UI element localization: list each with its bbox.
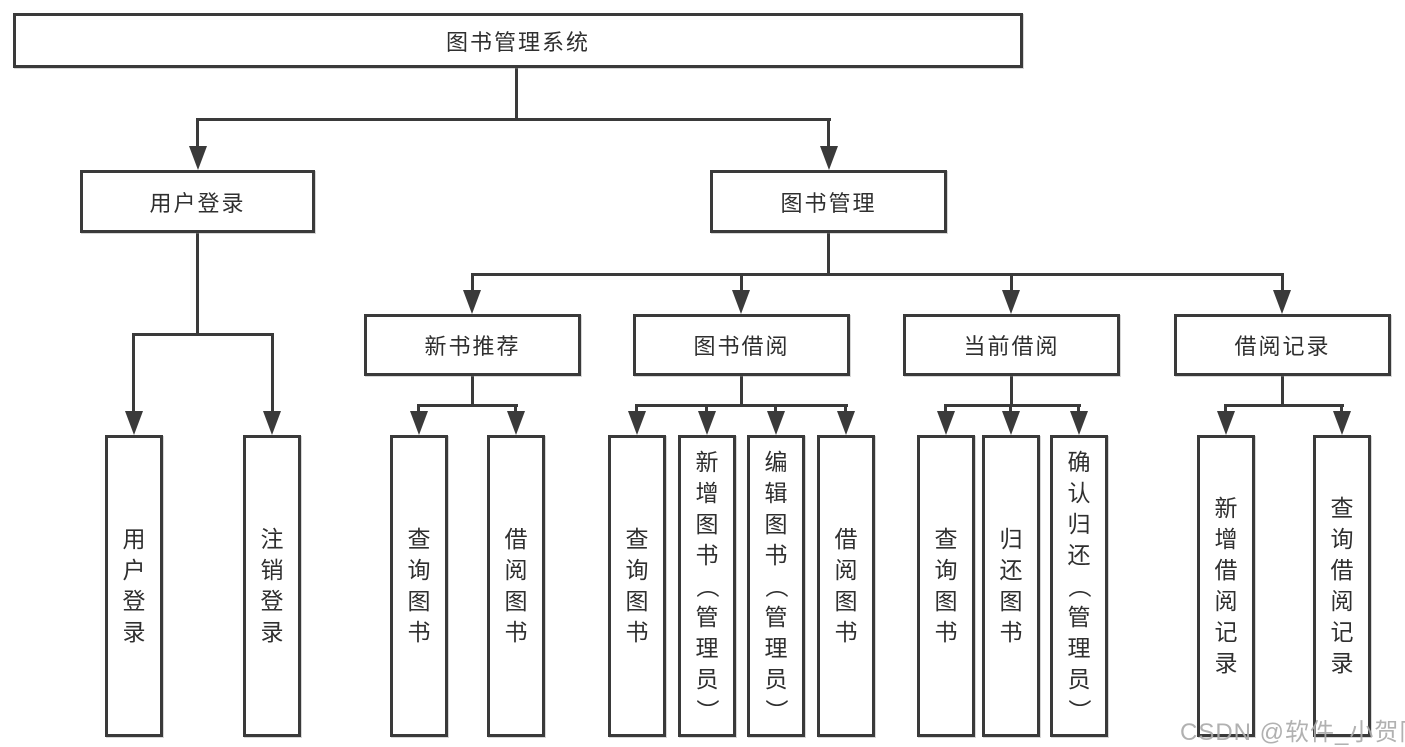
node-borrow-books: 借阅图书 (817, 435, 875, 737)
node-label: 图书管理 (780, 190, 877, 216)
node-label: 用户登录 (122, 526, 146, 645)
connector-line (471, 275, 474, 292)
arrowhead-down (698, 411, 716, 435)
node-label: 当前借阅 (963, 334, 1060, 359)
arrowhead-down (263, 411, 281, 435)
connector-line (1010, 376, 1013, 406)
arrowhead-down (767, 411, 785, 435)
arrowhead-down (1002, 290, 1020, 314)
connector-line (514, 406, 517, 413)
connector-line (944, 406, 947, 413)
connector-line (515, 68, 518, 121)
connector-line (1281, 275, 1284, 292)
node-edit-books-admin: 编辑图书（管理员） (747, 435, 805, 737)
node-label: 图书借阅 (693, 334, 790, 359)
arrowhead-down (189, 146, 207, 170)
arrowhead-down (1217, 411, 1235, 435)
arrowhead-down (628, 411, 646, 435)
node-add-books-admin: 新增图书（管理员） (678, 435, 736, 737)
node-label: 归还图书 (999, 526, 1023, 645)
node-label: 新书推荐 (424, 334, 521, 359)
arrowhead-down (732, 290, 750, 314)
connector-line (705, 406, 708, 413)
node-return-books: 归还图书 (982, 435, 1040, 737)
node-current-borrowing: 当前借阅 (903, 314, 1120, 376)
connector-line (1340, 406, 1343, 413)
node-label: 新增图书（管理员） (694, 448, 721, 722)
node-user-login-leaf: 用户登录 (105, 435, 163, 737)
connector-line (944, 404, 1081, 407)
node-user-login: 用户登录 (80, 170, 315, 233)
arrowhead-down (820, 146, 838, 170)
node-label: 注销登录 (260, 526, 284, 645)
node-label: 用户登录 (149, 190, 246, 216)
arrowhead-down (937, 411, 955, 435)
connector-line (1010, 275, 1013, 292)
connector-line (196, 118, 831, 121)
arrowhead-down (125, 411, 143, 435)
arrowhead-down (410, 411, 428, 435)
node-root: 图书管理系统 (13, 13, 1023, 68)
arrowhead-down (837, 411, 855, 435)
node-label: 编辑图书（管理员） (763, 448, 790, 722)
node-label: 查询图书 (934, 526, 958, 645)
arrowhead-down (1070, 411, 1088, 435)
node-label: 借阅图书 (504, 526, 528, 645)
node-label: 查询借阅记录 (1330, 495, 1354, 676)
connector-line (132, 333, 274, 336)
connector-line (844, 406, 847, 413)
connector-line (471, 376, 474, 406)
node-borrow-books: 借阅图书 (487, 435, 545, 737)
connector-line (1077, 406, 1080, 413)
connector-line (196, 120, 199, 148)
connector-line (196, 233, 199, 336)
arrowhead-down (463, 290, 481, 314)
arrowhead-down (1002, 411, 1020, 435)
node-borrow-records: 借阅记录 (1174, 314, 1391, 376)
node-label: 查询图书 (625, 526, 649, 645)
node-label: 新增借阅记录 (1214, 495, 1238, 676)
node-book-management: 图书管理 (710, 170, 947, 233)
connector-line (635, 406, 638, 413)
connector-line (1009, 406, 1012, 413)
connector-line (740, 275, 743, 292)
node-query-books: 查询图书 (608, 435, 666, 737)
node-label: 查询图书 (407, 526, 431, 645)
arrowhead-down (1273, 290, 1291, 314)
node-label: 借阅记录 (1234, 334, 1331, 359)
connector-line (1224, 404, 1344, 407)
connector-line (827, 120, 830, 148)
connector-line (1224, 406, 1227, 413)
node-query-books: 查询图书 (390, 435, 448, 737)
node-label: 借阅图书 (834, 526, 858, 645)
node-label: 图书管理系统 (445, 29, 590, 55)
connector-line (471, 273, 1284, 276)
connector-line (740, 376, 743, 406)
connector-line (271, 335, 274, 413)
node-logout: 注销登录 (243, 435, 301, 737)
connector-line (132, 335, 135, 413)
connector-line (635, 404, 848, 407)
connector-line (774, 406, 777, 413)
node-query-borrow-record: 查询借阅记录 (1313, 435, 1371, 737)
node-add-borrow-record: 新增借阅记录 (1197, 435, 1255, 737)
arrowhead-down (1333, 411, 1351, 435)
node-new-book-recommend: 新书推荐 (364, 314, 581, 376)
arrowhead-down (507, 411, 525, 435)
node-book-borrowing: 图书借阅 (633, 314, 850, 376)
connector-line (417, 404, 518, 407)
connector-line (417, 406, 420, 413)
connector-line (827, 233, 830, 275)
node-label: 确认归还（管理员） (1066, 448, 1093, 722)
node-confirm-return-admin: 确认归还（管理员） (1050, 435, 1108, 737)
csdn-watermark: CSDN @软件_小贺同学 (1180, 719, 1405, 746)
connector-line (1281, 376, 1284, 406)
node-query-books: 查询图书 (917, 435, 975, 737)
